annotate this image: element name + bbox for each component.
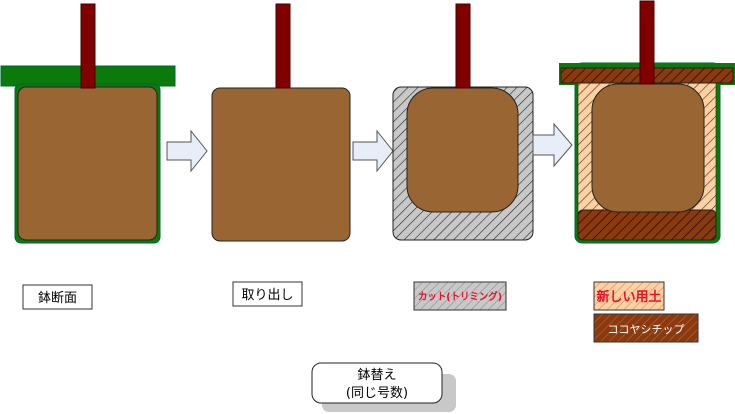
- title-line1: 鉢替え: [357, 368, 396, 383]
- plant-stem: [455, 3, 471, 89]
- label-coco-chips-text: ココヤシチップ: [608, 323, 685, 336]
- title-line2: (同じ号数): [346, 386, 408, 401]
- label-coco-chips: ココヤシチップ: [593, 313, 699, 343]
- panel-pot-section: [0, 3, 176, 244]
- coco-chip-bottom: [577, 209, 717, 241]
- arrow-right-icon: [532, 122, 573, 168]
- root-ball: [17, 86, 158, 241]
- label-pot-section-text: 鉢断面: [38, 291, 77, 306]
- label-pot-section: 鉢断面: [22, 284, 93, 310]
- title-box: 鉢替え (同じ号数): [311, 362, 456, 412]
- label-cut: カット(トリミング): [413, 281, 507, 311]
- label-take-out-text: 取り出し: [241, 288, 293, 303]
- panel-trimming: [392, 3, 534, 241]
- label-new-soil-text: 新しい用土: [596, 289, 661, 305]
- root-ball: [211, 87, 351, 242]
- panel-repotted: [559, 0, 735, 244]
- plant-stem: [80, 3, 96, 89]
- label-take-out: 取り出し: [232, 281, 303, 307]
- arrow-right-icon: [352, 129, 394, 173]
- panel-taken-out: [211, 3, 351, 242]
- plant-stem: [275, 3, 291, 89]
- arrow-right-icon: [166, 129, 208, 173]
- label-cut-text: カット(トリミング): [418, 290, 502, 303]
- plant-stem: [639, 0, 655, 85]
- trimmed-root-ball: [406, 87, 519, 213]
- trimmed-root-ball: [591, 83, 705, 213]
- label-new-soil: 新しい用土: [593, 281, 665, 311]
